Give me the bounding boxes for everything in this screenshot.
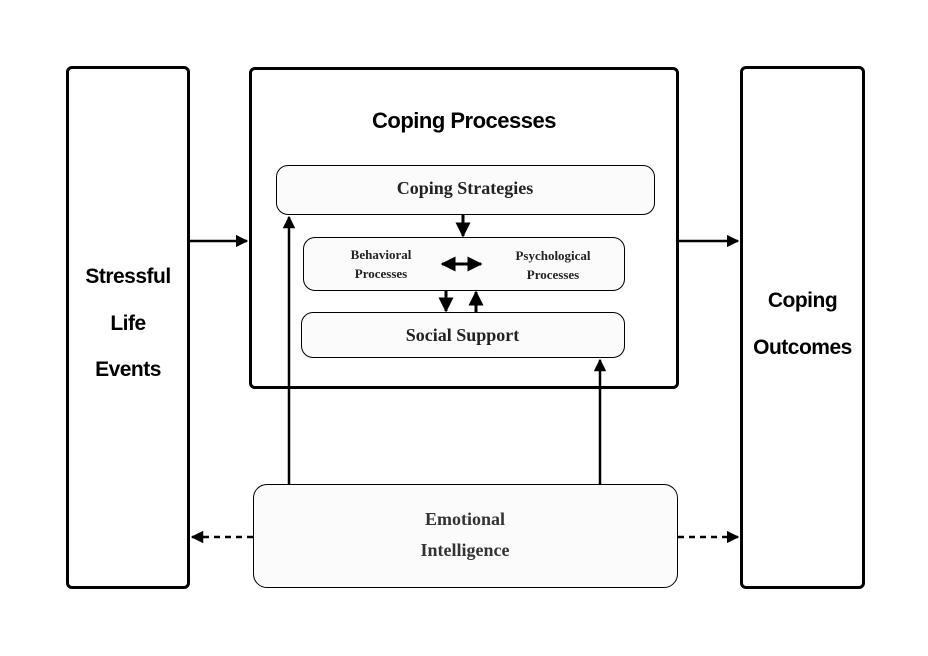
coping-strategies-label: Coping Strategies	[396, 178, 534, 198]
outcomes-label: Outcomes	[753, 336, 852, 359]
stressful-label: Stressful	[85, 265, 171, 288]
psychological-processes-label: Processes	[526, 267, 580, 282]
social-support-box: Social Support	[301, 312, 625, 358]
behavioral-label: Behavioral	[350, 247, 412, 262]
coping-processes-title: Coping Processes	[372, 108, 556, 133]
coping-outcomes-box: Coping Outcomes	[740, 66, 865, 589]
behavioral-processes-label: Processes	[354, 266, 408, 281]
events-label: Events	[95, 358, 161, 381]
coping-label: Coping	[767, 289, 838, 312]
coping-strategies-box: Coping Strategies	[276, 165, 655, 215]
psychological-label: Psychological	[515, 248, 591, 263]
social-support-label: Social Support	[405, 325, 520, 345]
life-label: Life	[110, 312, 146, 335]
intelligence-label: Intelligence	[420, 540, 510, 560]
processes-box: Behavioral Processes Psychological Proce…	[303, 237, 625, 291]
emotional-label: Emotional	[424, 509, 505, 529]
emotional-intelligence-box: Emotional Intelligence	[253, 484, 678, 588]
stressful-life-events-box: Stressful Life Events	[66, 66, 190, 589]
